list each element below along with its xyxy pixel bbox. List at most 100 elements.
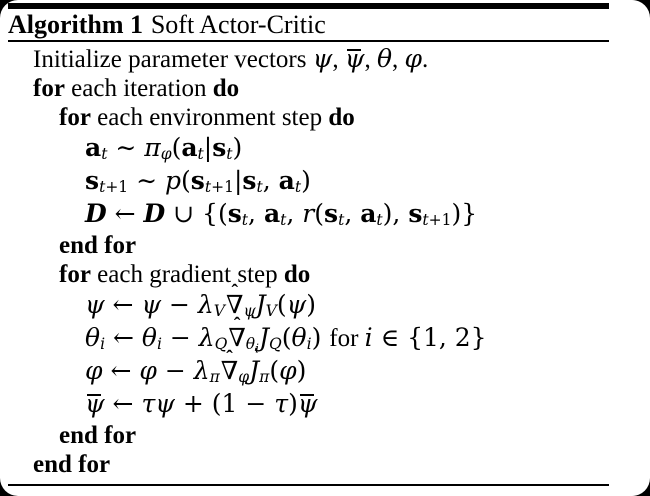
token: ) bbox=[306, 290, 316, 319]
token: end for bbox=[33, 451, 111, 478]
token: ∪ {( bbox=[165, 199, 228, 228]
token: do bbox=[283, 261, 311, 288]
token: ) bbox=[288, 389, 298, 418]
overbar-symbol: ψ bbox=[344, 44, 365, 73]
token: θ bbox=[141, 323, 157, 352]
hat-mark: ˆ bbox=[231, 282, 238, 304]
subscript: t bbox=[256, 179, 262, 196]
token: J bbox=[259, 323, 270, 352]
token: t bbox=[422, 211, 429, 230]
token: do bbox=[212, 75, 240, 102]
token: ψ bbox=[141, 290, 162, 319]
subscript: t bbox=[376, 212, 382, 229]
token: ( bbox=[281, 323, 292, 352]
token: λ bbox=[197, 290, 214, 319]
subscript: t bbox=[198, 146, 204, 163]
hat-mark: ˆ bbox=[233, 315, 241, 337]
subscript: t bbox=[101, 146, 107, 163]
token: D bbox=[85, 199, 107, 228]
algorithm-caption: Algorithm 1 Soft Actor-Critic bbox=[8, 9, 609, 40]
algorithm-line-7: end for bbox=[8, 231, 609, 260]
subscript: i bbox=[157, 336, 162, 353]
token: ← bbox=[104, 389, 142, 418]
token: t bbox=[280, 211, 287, 230]
token: | bbox=[203, 133, 213, 162]
hat-operator: ˆ∇ bbox=[221, 349, 238, 384]
token: each environment step bbox=[90, 104, 329, 131]
token: +1 bbox=[428, 211, 452, 230]
token: π bbox=[144, 133, 161, 162]
token: a bbox=[278, 166, 295, 195]
token: ← bbox=[104, 290, 142, 319]
token: ψ bbox=[286, 290, 307, 319]
token: t bbox=[376, 211, 383, 230]
token: each iteration bbox=[64, 75, 213, 102]
token: ← bbox=[105, 323, 142, 352]
hat-mark: ˆ bbox=[226, 348, 233, 370]
token: t bbox=[197, 145, 204, 164]
token: θ bbox=[376, 44, 392, 73]
token: ψ bbox=[312, 44, 333, 73]
token: ( bbox=[171, 133, 182, 162]
token: ∈ {1, 2} bbox=[372, 323, 487, 352]
token: for bbox=[59, 261, 91, 288]
token: a bbox=[85, 133, 102, 162]
token: for bbox=[329, 325, 365, 352]
token: λ bbox=[198, 323, 215, 352]
token: i bbox=[100, 335, 106, 354]
subscript: i bbox=[307, 336, 312, 353]
token: s bbox=[242, 166, 257, 195]
token: ( bbox=[181, 166, 191, 195]
algorithm-line-5: st+1 ∼ p(st+1|st, at) bbox=[8, 165, 609, 198]
subscript: φ bbox=[161, 146, 172, 163]
caption-rule bbox=[8, 40, 609, 42]
token: V bbox=[213, 302, 225, 321]
overbar-symbol: ψ bbox=[85, 389, 105, 418]
token: τ bbox=[141, 389, 156, 418]
token: ψ bbox=[85, 290, 105, 319]
token: ψ bbox=[155, 389, 175, 418]
algorithm-line-12: ψ ← τψ + (1 − τ)ψ bbox=[8, 388, 609, 421]
token: i bbox=[156, 335, 162, 354]
token: φ bbox=[139, 356, 157, 385]
token: s bbox=[85, 166, 100, 195]
subscript: Q bbox=[269, 336, 282, 353]
token: , bbox=[392, 46, 405, 73]
bottom-rule bbox=[8, 484, 609, 486]
algorithm-line-13: end for bbox=[8, 421, 609, 450]
hat-operator: ˆ∇ bbox=[226, 283, 243, 318]
token: t bbox=[99, 178, 106, 197]
token: . bbox=[422, 46, 429, 73]
nabla-symbol: ∇ bbox=[228, 323, 246, 352]
algorithm-line-1: Initialize parameter vectors ψ, ψ, θ, φ. bbox=[8, 44, 609, 74]
token: Q bbox=[269, 335, 282, 354]
token: t bbox=[338, 211, 345, 230]
token: a bbox=[181, 133, 198, 162]
token: , bbox=[364, 46, 377, 73]
token: D bbox=[143, 199, 166, 228]
algorithm-line-14: end for bbox=[8, 450, 609, 479]
token: i bbox=[306, 335, 312, 354]
algorithm-line-4: at ∼ πφ(at|st) bbox=[8, 132, 609, 165]
token: , bbox=[262, 166, 279, 195]
token: θ bbox=[291, 323, 307, 352]
token: J bbox=[255, 290, 266, 319]
hat-operator: ˆ∇ bbox=[228, 316, 246, 352]
subscript: t bbox=[338, 212, 344, 229]
token: , bbox=[248, 199, 264, 228]
algorithm-title: Soft Actor-Critic bbox=[150, 9, 326, 39]
token: λ bbox=[193, 356, 210, 385]
algorithm-float: Algorithm 1 Soft Actor-Critic Initialize… bbox=[8, 3, 609, 486]
subscript: V bbox=[266, 303, 277, 320]
token: )} bbox=[451, 199, 478, 228]
algorithm-body: Initialize parameter vectors ψ, ψ, θ, φ.… bbox=[8, 42, 609, 479]
subscript: t bbox=[295, 179, 301, 196]
token: p bbox=[165, 166, 182, 195]
token: a bbox=[360, 199, 377, 228]
token: ), bbox=[382, 199, 409, 228]
subscript: t+1 bbox=[205, 179, 234, 196]
token: θ bbox=[245, 335, 256, 354]
token: for bbox=[59, 104, 91, 131]
token: s bbox=[408, 199, 423, 228]
